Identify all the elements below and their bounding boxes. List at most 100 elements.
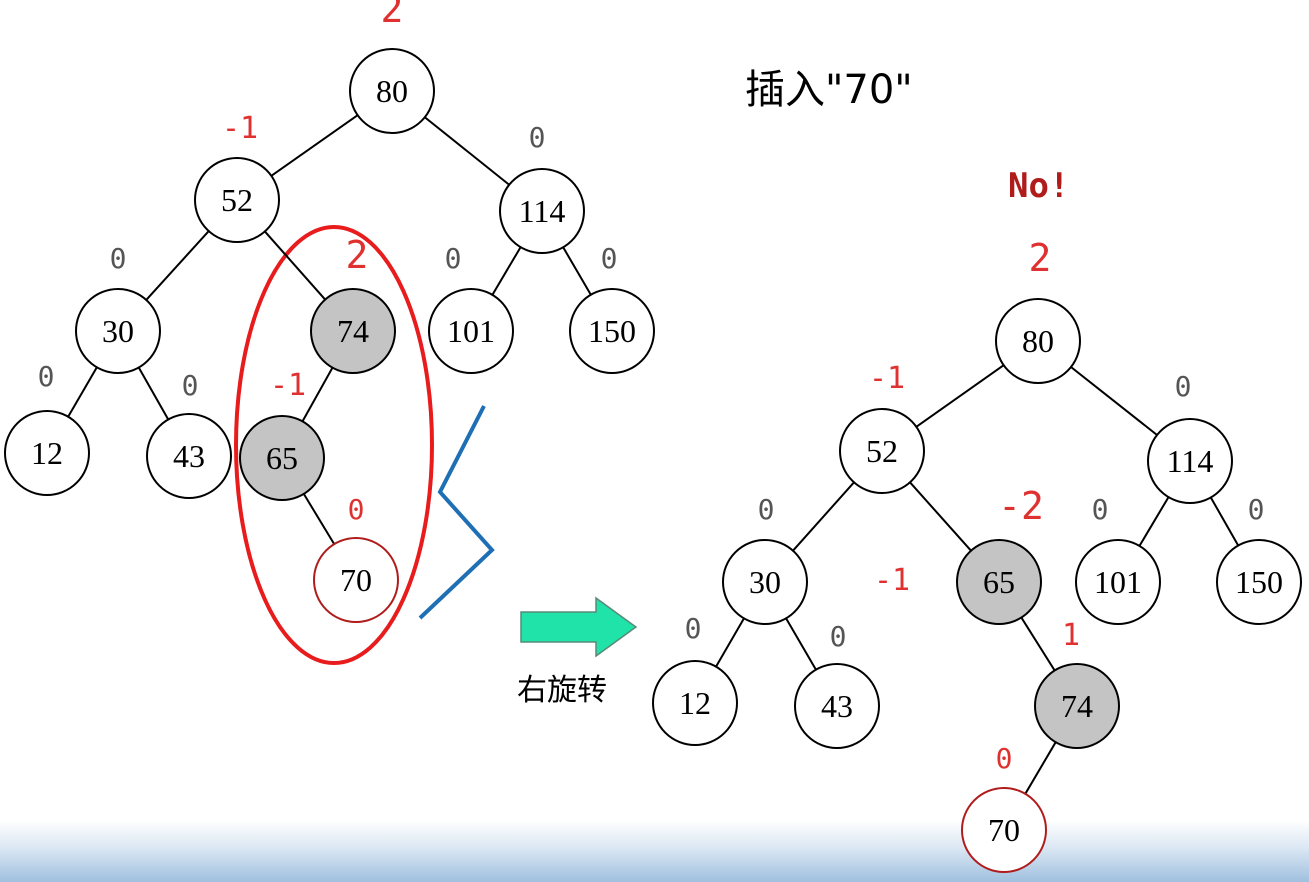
tree-before-node-30: 30 bbox=[75, 288, 161, 374]
tree-after-node-circle-70 bbox=[961, 787, 1047, 873]
edges-layer bbox=[67, 114, 1240, 795]
stray-balance-label-0: -1 bbox=[874, 563, 910, 598]
tree-after-node-label-74: 74 bbox=[1061, 688, 1093, 724]
tree-after-node-circle-65 bbox=[956, 539, 1042, 625]
tree-before-node-circle-30 bbox=[75, 288, 161, 374]
tree-before-node-circle-12 bbox=[4, 410, 90, 496]
tree-after-node-74: 74 bbox=[1034, 663, 1120, 749]
tree-after-edge-m80-m52 bbox=[915, 364, 1005, 428]
tree-after-node-label-101: 101 bbox=[1094, 564, 1142, 600]
tree-after-node-label-12: 12 bbox=[679, 685, 711, 721]
tree-before-balance-114: 0 bbox=[529, 121, 546, 154]
tree-before-balance-12: 0 bbox=[38, 360, 55, 393]
tree-after-node-101: 101 bbox=[1075, 539, 1161, 625]
tree-after-balance-65: -2 bbox=[998, 484, 1044, 528]
verdict-text: No! bbox=[1008, 166, 1069, 206]
tree-before-node-65: 65 bbox=[239, 415, 325, 501]
tree-after-node-circle-52 bbox=[839, 408, 925, 494]
tree-after-node-circle-12 bbox=[652, 660, 738, 746]
tree-before-balance-150: 0 bbox=[601, 242, 618, 275]
tree-after-node-circle-43 bbox=[794, 663, 880, 749]
tree-before-edge-n114-n150 bbox=[562, 246, 592, 296]
tree-before-node-74: 74 bbox=[310, 288, 396, 374]
tree-after-node-65: 65 bbox=[956, 539, 1042, 625]
rotation-arrow bbox=[520, 596, 638, 658]
tree-after-node-circle-114 bbox=[1147, 418, 1233, 504]
tree-after-edge-m114-m150 bbox=[1209, 496, 1240, 547]
tree-before-balance-74: 2 bbox=[346, 233, 369, 277]
tree-before-balance-101: 0 bbox=[445, 242, 462, 275]
tree-after-node-label-65: 65 bbox=[983, 564, 1015, 600]
tree-after-node-circle-74 bbox=[1034, 663, 1120, 749]
tree-before-edge-n114-n101 bbox=[491, 246, 522, 296]
tree-before-node-label-52: 52 bbox=[221, 182, 253, 218]
tree-before-node-label-150: 150 bbox=[588, 313, 636, 349]
tree-after-node-52: 52 bbox=[839, 408, 925, 494]
tree-after-balance-101: 0 bbox=[1092, 493, 1109, 526]
tree-after-node-label-80: 80 bbox=[1022, 323, 1054, 359]
tree-after-edge-m80-m114 bbox=[1070, 366, 1158, 436]
tree-after-edge-m74-m70 bbox=[1024, 741, 1057, 795]
tree-before-node-150: 150 bbox=[569, 288, 655, 374]
tree-before-edge-n65-n70 bbox=[302, 493, 336, 545]
tree-after-node-label-150: 150 bbox=[1235, 564, 1283, 600]
tree-after-node-80: 80 bbox=[995, 298, 1081, 384]
tree-before-node-80: 80 bbox=[349, 48, 435, 134]
tree-after-balance-43: 0 bbox=[830, 620, 847, 653]
tree-before-node-label-65: 65 bbox=[266, 440, 298, 476]
tree-before-node-circle-80 bbox=[349, 48, 435, 134]
highlight-ellipse bbox=[234, 225, 434, 665]
tree-after-node-label-70: 70 bbox=[988, 812, 1020, 848]
tree-before-node-circle-70 bbox=[313, 537, 399, 623]
tree-before-node-label-43: 43 bbox=[173, 438, 205, 474]
tree-before-node-circle-150 bbox=[569, 288, 655, 374]
tree-before-node-circle-43 bbox=[146, 413, 232, 499]
tree-after-node-label-52: 52 bbox=[866, 433, 898, 469]
tree-before-balance-80: 2 bbox=[381, 0, 404, 31]
tree-after-edge-m114-m101 bbox=[1138, 496, 1170, 547]
tree-after-edge-m52-m65 bbox=[909, 481, 972, 552]
tree-before-node-label-101: 101 bbox=[447, 313, 495, 349]
tree-after-node-114: 114 bbox=[1147, 418, 1233, 504]
arrow-label: 右旋转 bbox=[517, 673, 607, 708]
tree-before-balance-52: -1 bbox=[222, 111, 258, 146]
tree-before-node-70: 70 bbox=[313, 537, 399, 623]
tree-before-node-circle-101 bbox=[428, 288, 514, 374]
tree-after-balance-150: 0 bbox=[1248, 493, 1265, 526]
tree-before-node-114: 114 bbox=[499, 168, 585, 254]
tree-before-edge-n80-n52 bbox=[270, 114, 359, 177]
tree-before-node-circle-114 bbox=[499, 168, 585, 254]
tree-after-node-label-30: 30 bbox=[749, 564, 781, 600]
tree-after-node-70: 70 bbox=[961, 787, 1047, 873]
tree-before-balance-65: -1 bbox=[270, 368, 306, 403]
tree-after-edge-m52-m30 bbox=[792, 481, 855, 552]
tree-before-edge-n30-n12 bbox=[67, 366, 98, 418]
tree-after-node-label-43: 43 bbox=[821, 688, 853, 724]
tree-after-balance-52: -1 bbox=[869, 361, 905, 396]
tree-after-node-circle-30 bbox=[722, 539, 808, 625]
tree-after-node-circle-80 bbox=[995, 298, 1081, 384]
tree-after-edge-m30-m43 bbox=[785, 617, 817, 671]
tree-before-node-circle-52 bbox=[194, 157, 280, 243]
tree-after-balance-70: 0 bbox=[996, 742, 1013, 775]
tree-after-balance-30: 0 bbox=[758, 493, 775, 526]
tree-before-edge-n52-n74 bbox=[264, 230, 326, 301]
tree-before-node-label-80: 80 bbox=[376, 73, 408, 109]
tree-after-edge-m65-m74 bbox=[1020, 617, 1056, 671]
tree-before-edge-n30-n43 bbox=[137, 367, 170, 420]
tree-before-balance-30: 0 bbox=[110, 242, 127, 275]
tree-before-balance-70: 0 bbox=[348, 493, 365, 526]
tree-before-node-label-12: 12 bbox=[31, 435, 63, 471]
tree-before-node-101: 101 bbox=[428, 288, 514, 374]
tree-after-node-150: 150 bbox=[1216, 539, 1302, 625]
tree-before-balance-43: 0 bbox=[182, 369, 199, 402]
tree-before-node-circle-74 bbox=[310, 288, 396, 374]
arrow-shape bbox=[520, 596, 638, 658]
tree-after-node-12: 12 bbox=[652, 660, 738, 746]
zigzag-mark bbox=[418, 405, 495, 620]
tree-before-node-label-70: 70 bbox=[340, 562, 372, 598]
nodes-layer: 80 52 114 30 74 101 150 12 43 65 70 80 52 114 30 65 101 1… bbox=[4, 48, 1302, 873]
tree-after-node-43: 43 bbox=[794, 663, 880, 749]
tree-after-edge-m30-m12 bbox=[715, 617, 745, 668]
